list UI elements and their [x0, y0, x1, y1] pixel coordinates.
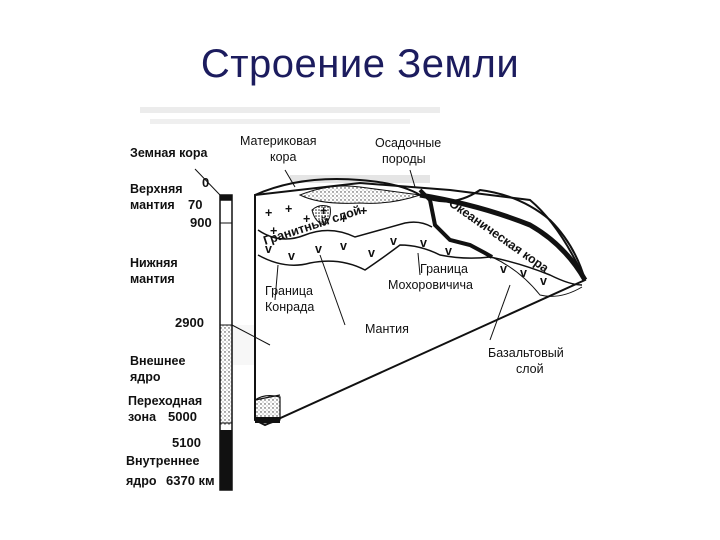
depth-70: 70 [188, 197, 202, 212]
depth-labels: Земная кора 0 Верхняя мантия 70 900 Нижн… [126, 146, 215, 488]
label-basalt-1: Базальтовый [488, 346, 564, 360]
granite-plus-marks: + + + + + + + [265, 202, 367, 238]
svg-text:v: v [420, 236, 427, 250]
svg-text:+: + [340, 212, 347, 226]
earth-section-svg: + + + + + + + v v v v v v v v v v v Земн… [126, 107, 588, 491]
depth-6370: 6370 км [166, 473, 215, 488]
slide-title: Строение Земли [200, 42, 520, 86]
earth-wedge [254, 178, 588, 427]
svg-text:v: v [500, 262, 507, 276]
svg-text:+: + [265, 206, 272, 220]
svg-text:v: v [445, 244, 452, 258]
label-basalt-2: слой [516, 362, 544, 376]
svg-text:+: + [303, 212, 310, 226]
label-transition-zone-2: зона [128, 410, 157, 424]
svg-text:v: v [368, 246, 375, 260]
label-lower-mantle-2: мантия [130, 272, 175, 286]
label-transition-zone-1: Переходная [128, 394, 202, 408]
depth-900: 900 [190, 215, 212, 230]
label-inner-core-2: ядро [126, 474, 157, 488]
depth-0: 0 [202, 175, 209, 190]
label-moho-2: Мохоровичича [388, 278, 473, 292]
label-continental-crust-2: кора [270, 150, 297, 164]
basalt-v-marks: v v v v v v v v v v v [265, 234, 547, 288]
svg-text:v: v [265, 242, 272, 256]
label-continental-crust-1: Материковая [240, 134, 316, 148]
label-outer-core-1: Внешнее [130, 354, 185, 368]
svg-text:+: + [360, 204, 367, 218]
svg-text:+: + [320, 204, 327, 218]
depth-column [219, 194, 233, 491]
label-moho-1: Граница [420, 262, 468, 276]
svg-text:v: v [315, 242, 322, 256]
depth-5100: 5100 [172, 435, 201, 450]
label-upper-mantle-1: Верхняя [130, 182, 183, 196]
label-conrad-1: Граница [265, 284, 313, 298]
svg-text:v: v [520, 266, 527, 280]
label-mantle: Мантия [365, 322, 409, 336]
label-upper-mantle-2: мантия [130, 198, 175, 212]
label-inner-core-1: Внутреннее [126, 454, 199, 468]
label-conrad-2: Конрада [265, 300, 314, 314]
label-lower-mantle-1: Нижняя [130, 256, 178, 270]
svg-text:+: + [285, 202, 292, 216]
svg-text:v: v [390, 234, 397, 248]
label-earth-crust: Земная кора [130, 146, 208, 160]
svg-text:v: v [340, 239, 347, 253]
label-sediments-2: породы [382, 152, 426, 166]
label-outer-core-2: ядро [130, 370, 161, 384]
earth-structure-diagram: + + + + + + + v v v v v v v v v v v Земн… [120, 95, 600, 515]
svg-text:v: v [540, 274, 547, 288]
svg-text:+: + [270, 224, 277, 238]
depth-2900: 2900 [175, 315, 204, 330]
leader-lines [194, 168, 511, 346]
depth-5000: 5000 [168, 409, 197, 424]
label-sediments-1: Осадочные [375, 136, 441, 150]
svg-text:v: v [288, 249, 295, 263]
